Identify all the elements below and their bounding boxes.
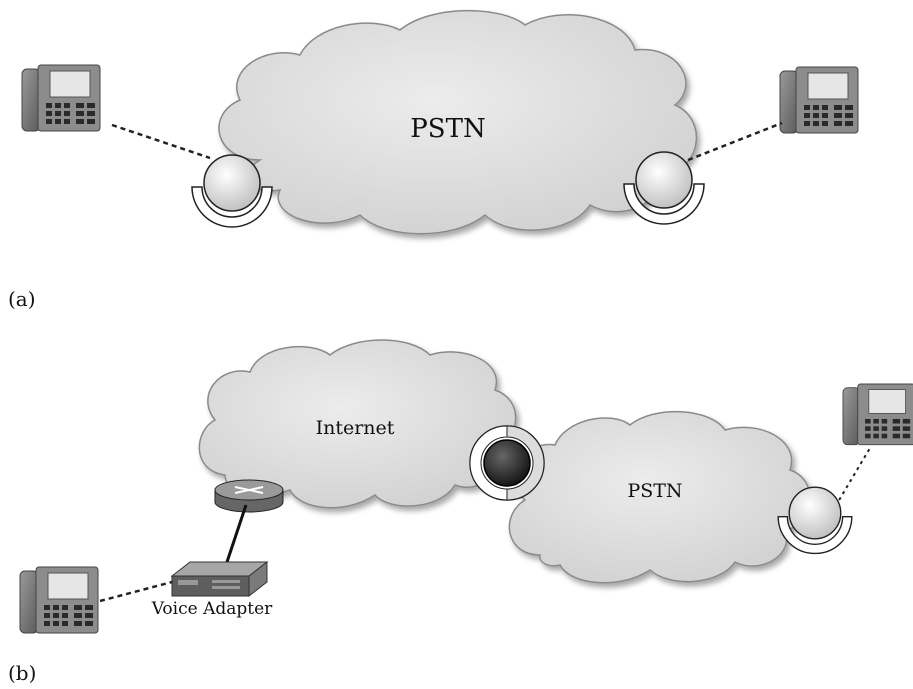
panel-a: PSTN (a) xyxy=(8,9,859,311)
phone-link-line xyxy=(111,123,211,160)
phone-link-line xyxy=(831,447,871,513)
desk-phone-icon xyxy=(19,566,99,634)
panel-b-label: (b) xyxy=(8,661,36,685)
panel-a-label: (a) xyxy=(8,287,36,311)
voip-gateway-icon xyxy=(469,425,545,501)
voice-adapter-label: Voice Adapter xyxy=(151,599,273,619)
phone-link-line xyxy=(687,121,783,162)
desk-phone-icon xyxy=(842,383,913,446)
internet-cloud xyxy=(198,339,517,509)
desk-phone-icon xyxy=(21,64,101,132)
router-icon xyxy=(214,479,284,513)
panel-b: Internet PSTN xyxy=(8,339,913,685)
pstn-cloud-a xyxy=(218,9,698,235)
phone-link-line xyxy=(99,580,173,603)
voice-adapter-icon xyxy=(170,560,269,598)
router-link-line xyxy=(224,504,248,566)
desk-phone-icon xyxy=(779,66,859,134)
internet-cloud-label: Internet xyxy=(316,417,395,439)
pstn-cloud-a-label: PSTN xyxy=(410,114,485,144)
pstn-cloud-b-label: PSTN xyxy=(627,480,682,502)
